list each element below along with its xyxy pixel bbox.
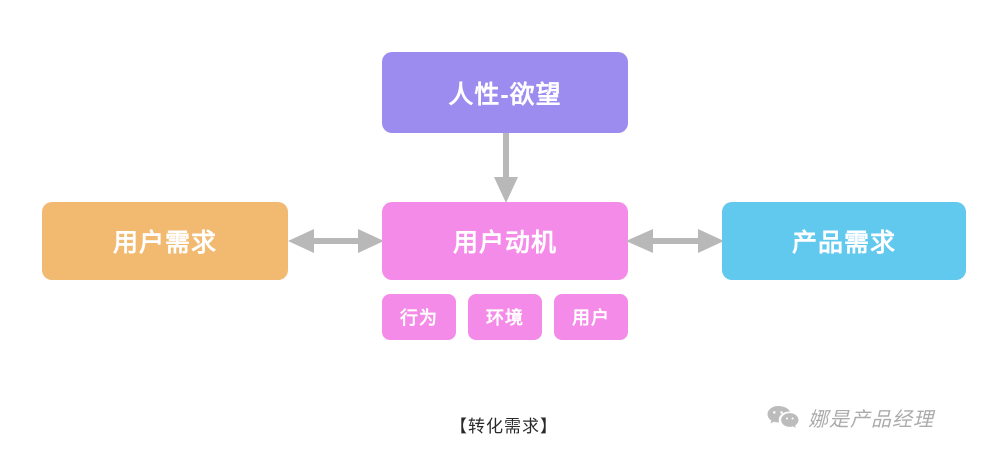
- arrow-userneed-to-motive: [288, 224, 384, 258]
- node-human-desire[interactable]: 人性-欲望: [382, 52, 628, 133]
- node-human-desire-label: 人性-欲望: [448, 80, 562, 109]
- diagram-caption: 【转化需求】: [450, 417, 558, 436]
- watermark: 娜是产品经理: [766, 403, 934, 432]
- watermark-text: 娜是产品经理: [808, 409, 934, 431]
- tag-user-label: 用户: [572, 308, 610, 328]
- node-user-motive-label: 用户动机: [452, 229, 557, 257]
- arrow-human-to-motive: [478, 133, 534, 203]
- tag-behavior-label: 行为: [400, 308, 438, 328]
- tag-environment[interactable]: 环境: [468, 294, 542, 340]
- arrow-motive-to-productneed: [626, 224, 724, 258]
- tag-environment-label: 环境: [486, 308, 524, 328]
- node-user-need[interactable]: 用户需求: [42, 202, 288, 280]
- node-product-need[interactable]: 产品需求: [722, 202, 966, 280]
- arrow-left-right-icon: [626, 229, 724, 253]
- tag-user[interactable]: 用户: [554, 294, 628, 340]
- arrow-left-right-icon: [288, 229, 384, 253]
- arrow-down-icon: [494, 133, 518, 203]
- node-product-need-label: 产品需求: [791, 229, 896, 257]
- wechat-icon: [767, 405, 799, 428]
- node-user-motive[interactable]: 用户动机: [382, 202, 628, 280]
- motive-tag-group: 行为 环境 用户: [382, 294, 628, 340]
- tag-behavior[interactable]: 行为: [382, 294, 456, 340]
- node-user-need-label: 用户需求: [112, 229, 217, 257]
